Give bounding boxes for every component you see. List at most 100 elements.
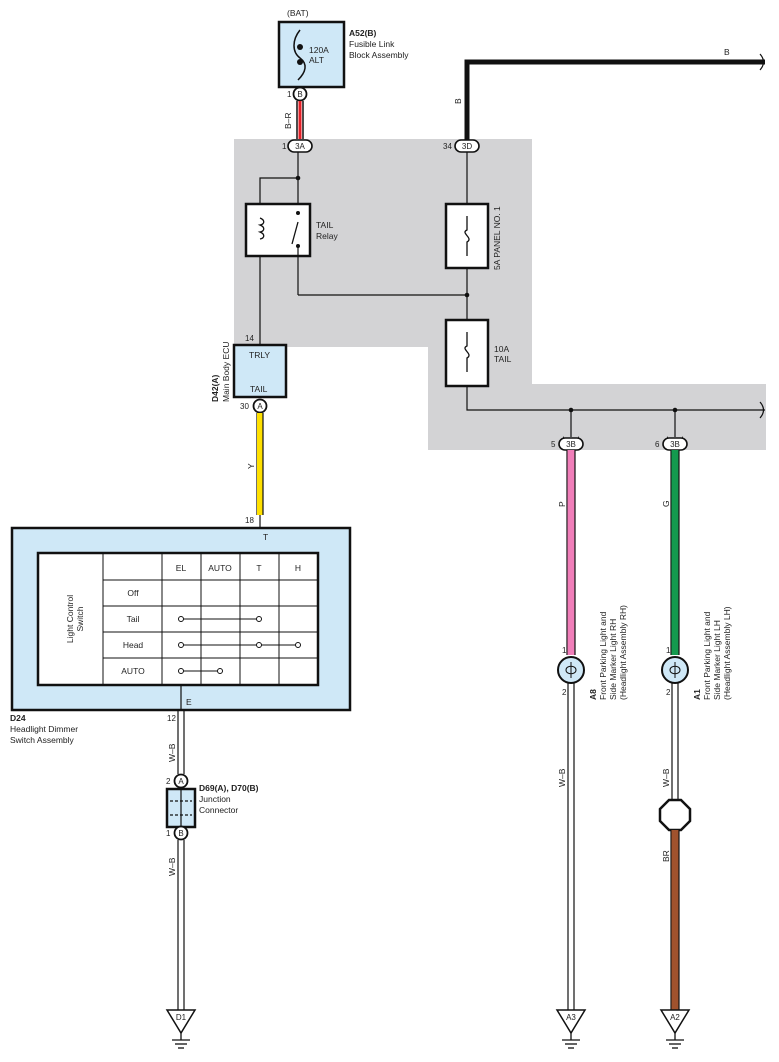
junction-letter-b: B [178, 829, 183, 838]
connector-3d-code: 3D [462, 142, 472, 151]
wire-wb-4 [671, 683, 679, 800]
main-body-ecu-box [232, 343, 288, 399]
junction-name-2: Connector [199, 805, 238, 815]
connector-3a-pin: 1 [282, 142, 287, 151]
switch-col-el: EL [176, 563, 187, 573]
switch-col-h: H [295, 563, 301, 573]
junction-pin-b: 1 [166, 829, 171, 838]
wire-wb-3-label: W–B [557, 768, 567, 787]
ecu-trly-label: TRLY [249, 350, 270, 360]
a1-code: A1 [692, 689, 702, 700]
connector-3d-pin: 34 [443, 142, 452, 151]
wire-b-top-label: B [724, 47, 730, 57]
connector-3a-code: 3A [295, 142, 305, 151]
tail-fuse-label-1: 10A [494, 344, 509, 354]
ecu-tail-label: TAIL [250, 384, 268, 394]
tail-relay-label-2: Relay [316, 231, 338, 241]
a8-name-1: Front Parking Light and [598, 611, 608, 700]
wire-wb-4-label: W–B [661, 768, 671, 787]
a52-code: A52(B) [349, 28, 377, 38]
ecu-code: D42(A) [210, 374, 220, 402]
fuse-alt-label: ALT [309, 55, 324, 65]
wire-b-vert-label: B [453, 98, 463, 104]
junction-code: D69(A), D70(B) [199, 783, 259, 793]
wire-y-label: Y [246, 463, 256, 469]
a1-pin-2: 2 [666, 688, 671, 697]
junction-letter-a: A [178, 777, 184, 786]
d24-code: D24 [10, 713, 26, 723]
a52-connector-letter: B [297, 90, 302, 99]
switch-title-1: Light Control [65, 595, 75, 643]
switch-row-head: Head [123, 640, 144, 650]
junction-block-panel [234, 139, 766, 450]
a52-connector [292, 86, 308, 102]
relay-coil [257, 217, 265, 240]
switch-col-t: T [256, 563, 261, 573]
a52-pin: 1 [287, 90, 292, 99]
wire-wb-1 [177, 710, 185, 774]
wire-br-brown-label: BR [661, 850, 671, 862]
a52-name-line2: Block Assembly [349, 50, 409, 60]
a8-name-3: (Headlight Assembly RH) [618, 605, 628, 700]
wire-b-main [464, 59, 765, 141]
ground-d1-label: D1 [176, 1013, 187, 1022]
connector-3b-5-pin: 5 [551, 440, 556, 449]
a1-pin-1: 1 [666, 646, 671, 655]
ground-a3-symbol [555, 1009, 587, 1035]
a8-pin-2: 2 [562, 688, 567, 697]
connector-3a [287, 139, 313, 153]
d24-name-1: Headlight Dimmer [10, 724, 78, 734]
connector-3b-5-code: 3B [566, 440, 576, 449]
a8-pin-1: 1 [562, 646, 567, 655]
continuity-dot [295, 642, 301, 648]
a8-name-2: Side Marker Light RH [608, 619, 618, 700]
ecu-name: Main Body ECU [221, 342, 231, 402]
a1-name-1: Front Parking Light and [702, 611, 712, 700]
tail-fuse-box [444, 318, 490, 388]
continuity-dot [178, 668, 184, 674]
d24-name-2: Switch Assembly [10, 735, 75, 745]
a52-name-line1: Fusible Link [349, 39, 395, 49]
wire-br-label: B–R [283, 112, 293, 129]
tail-relay-box [244, 202, 312, 258]
a1-name-3: (Headlight Assembly LH) [722, 606, 732, 700]
ecu-connector-letter: A [257, 402, 263, 411]
switch-col-auto: AUTO [208, 563, 232, 573]
ground-d1-symbol [165, 1009, 197, 1035]
switch-terminal-e: E [186, 697, 192, 707]
wire-wb-2-label: W–B [167, 857, 177, 876]
wire-g-label: G [661, 500, 671, 507]
a1-name-2: Side Marker Light LH [712, 620, 722, 700]
switch-pin-12: 12 [167, 714, 176, 723]
switch-terminal-t: T [263, 532, 268, 542]
ground-a2-label: A2 [670, 1013, 680, 1022]
ecu-pin-14: 14 [245, 334, 254, 343]
switch-title-2: Switch [75, 606, 85, 631]
ecu-pin-30: 30 [240, 402, 249, 411]
wire-p-label: P [557, 501, 567, 507]
switch-pin-18: 18 [245, 516, 254, 525]
junction-pin-a: 2 [166, 777, 171, 786]
bat-label: (BAT) [287, 8, 309, 18]
ecu-connector-a [252, 398, 268, 414]
ground-a2-symbol [659, 1009, 691, 1035]
tail-relay-label-1: TAIL [316, 220, 334, 230]
panel-fuse-label: 5A PANEL NO. 1 [492, 206, 502, 270]
continuity-dot [217, 668, 223, 674]
continuity-dot [178, 616, 184, 622]
ground-a3-label: A3 [566, 1013, 576, 1022]
wire-wb-1-label: W–B [167, 743, 177, 762]
continuity-dot [178, 642, 184, 648]
continuity-dot [256, 616, 262, 622]
connector-3b-6-code: 3B [670, 440, 680, 449]
fuse-120a-label: 120A [309, 45, 329, 55]
tail-fuse-label-2: TAIL [494, 354, 512, 364]
connector-3b-6-pin: 6 [655, 440, 660, 449]
switch-row-tail: Tail [127, 614, 140, 624]
junction-connector-a [173, 773, 189, 789]
switch-row-auto: AUTO [121, 666, 145, 676]
switch-row-off: Off [127, 588, 139, 598]
a8-code: A8 [588, 689, 598, 700]
junction-name-1: Junction [199, 794, 231, 804]
